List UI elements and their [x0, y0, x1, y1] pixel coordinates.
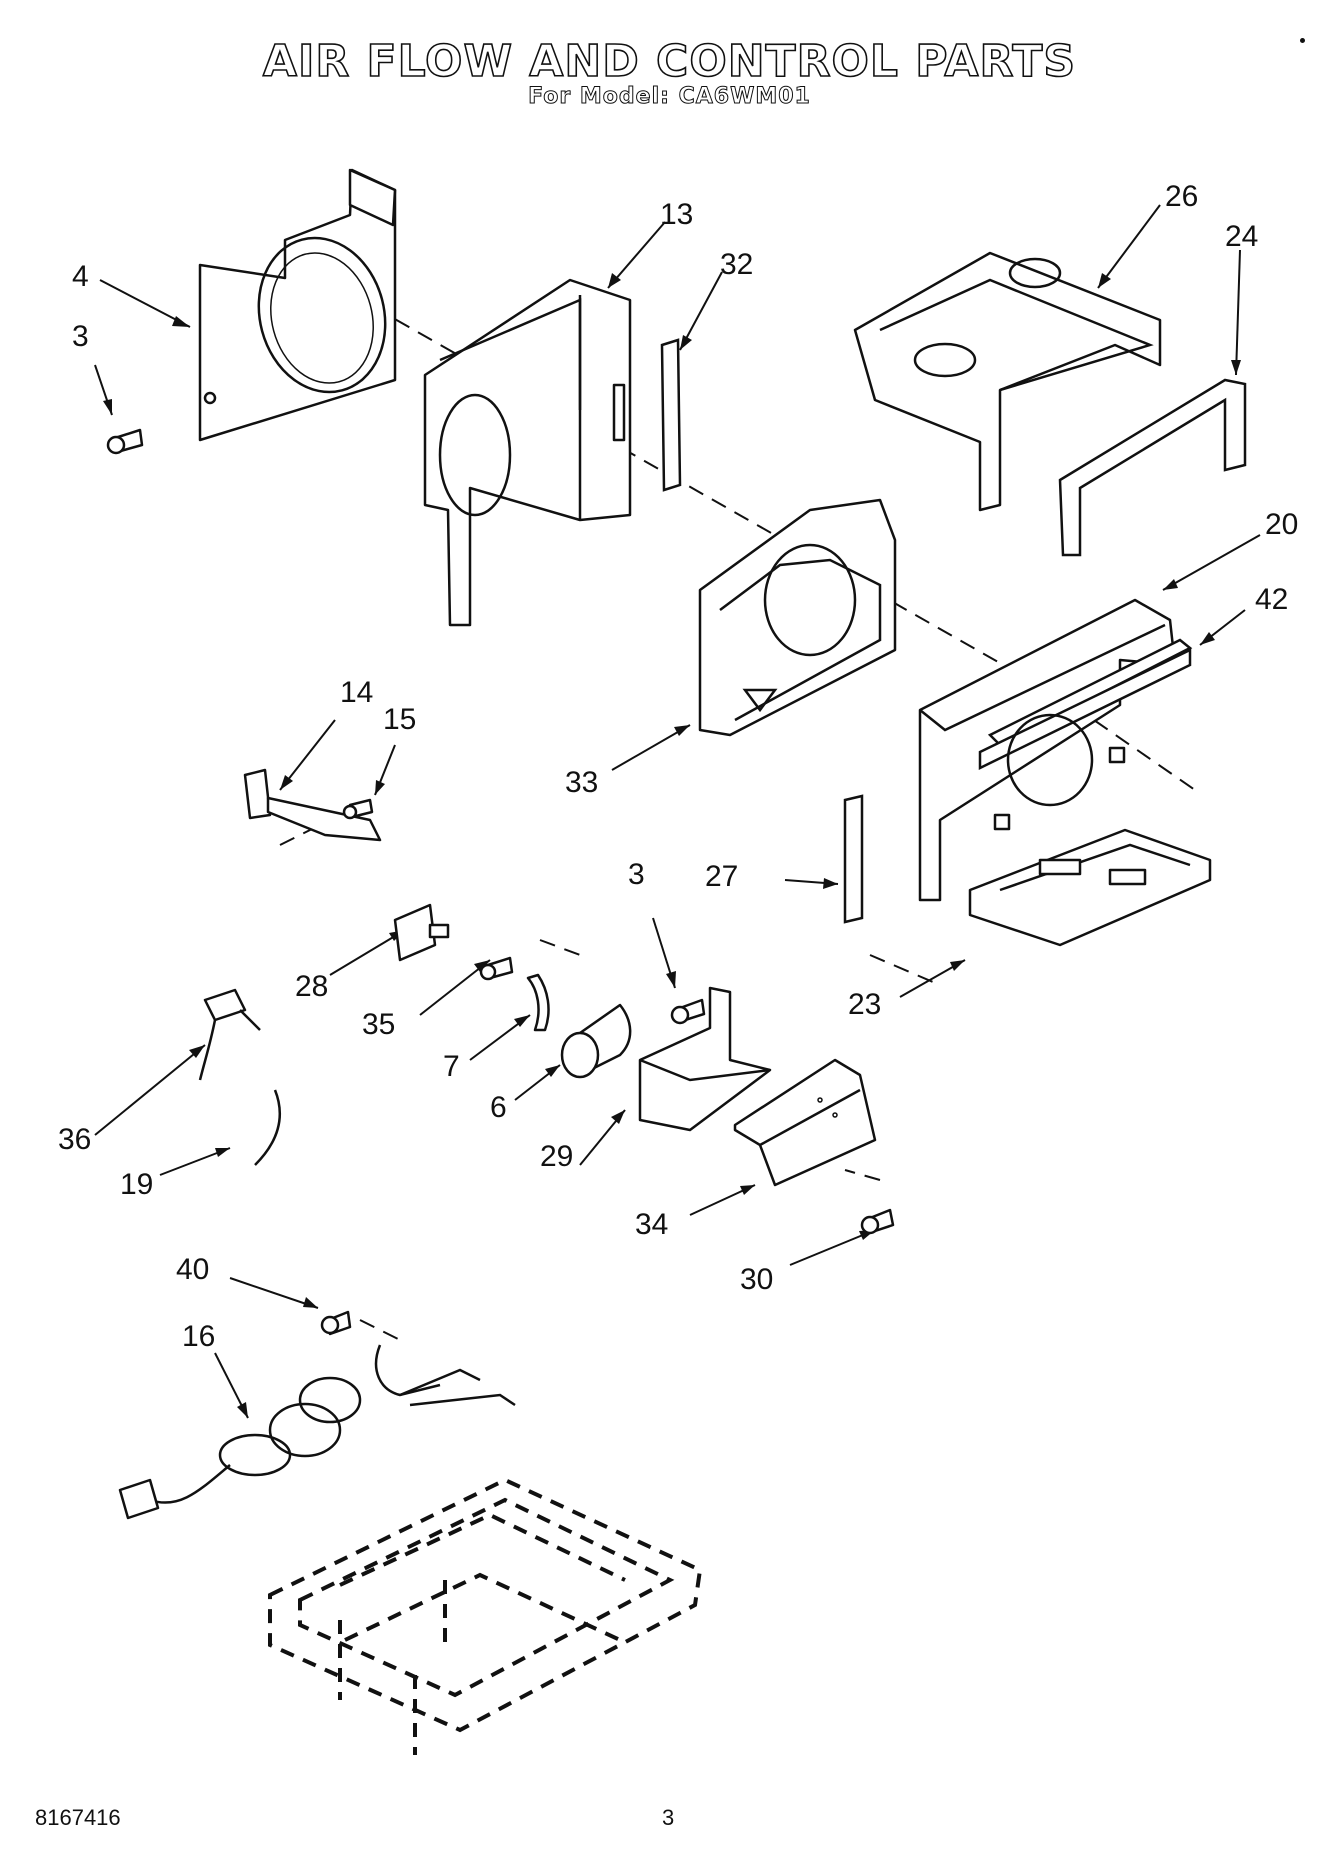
diagram-title: AIR FLOW AND CONTROL PARTS	[262, 35, 1077, 88]
part-23-drain-pan	[968, 828, 1212, 947]
callout-34: 34	[635, 1208, 669, 1241]
callout-20: 20	[1265, 508, 1299, 541]
callout-27: 27	[705, 860, 739, 893]
callout-3-bottom: 3	[628, 858, 645, 891]
callout-23: 23	[848, 988, 882, 1021]
part-20-42-fan-assembly	[918, 598, 1193, 902]
part-30-screw	[860, 1208, 895, 1235]
part-28-selector-switch	[393, 903, 450, 962]
callout-3-top: 3	[72, 320, 89, 353]
callout-6: 6	[490, 1091, 507, 1124]
part-40-screw	[320, 1310, 352, 1336]
callout-29: 29	[540, 1140, 574, 1173]
document-number: 8167416	[35, 1805, 121, 1830]
model-subtitle: For Model: CA6WM01	[528, 84, 811, 110]
callout-26: 26	[1165, 180, 1199, 213]
callout-36: 36	[58, 1123, 92, 1156]
callout-4: 4	[72, 260, 89, 293]
part-36-thermostat	[198, 988, 261, 1081]
part-19-tube	[254, 1089, 282, 1166]
callout-28: 28	[295, 970, 329, 1003]
callout-15: 15	[383, 703, 417, 736]
corner-mark	[1300, 38, 1305, 43]
callout-30: 30	[740, 1263, 774, 1296]
callout-32: 32	[720, 248, 754, 281]
part-29-capacitor-bracket	[638, 986, 772, 1132]
callout-14: 14	[340, 676, 374, 709]
part-33-blower-scroll	[698, 498, 897, 737]
part-16-power-cord	[118, 1344, 516, 1520]
callout-24: 24	[1225, 220, 1259, 253]
part-15-screw	[342, 798, 374, 820]
callout-19: 19	[120, 1168, 154, 1201]
callout-40: 40	[176, 1253, 210, 1286]
part-7-strap	[526, 973, 550, 1032]
page-number: 3	[662, 1805, 675, 1830]
part-35-screw	[479, 956, 514, 981]
ghosted-base-pan	[268, 1477, 703, 1755]
callout-33: 33	[565, 766, 599, 799]
callout-42: 42	[1255, 583, 1289, 616]
callout-7: 7	[443, 1050, 460, 1083]
part-27-gasket	[843, 794, 864, 924]
callout-13: 13	[660, 198, 694, 231]
callout-16: 16	[182, 1320, 216, 1353]
part-24-gasket	[1058, 378, 1247, 557]
part-3-screw-top	[106, 428, 144, 455]
part-34-control-cover	[733, 1058, 877, 1187]
part-13-orifice-panel	[423, 278, 632, 627]
leader-lines	[94, 204, 1261, 1419]
part-6-capacitor	[560, 1003, 632, 1079]
part-32-gasket	[660, 338, 682, 492]
part-3-screw-bottom	[670, 998, 706, 1025]
part-4-fan-shroud	[198, 168, 397, 442]
callout-35: 35	[362, 1008, 396, 1041]
part-26-top-panel	[853, 251, 1162, 512]
part-14-bracket	[243, 768, 382, 842]
